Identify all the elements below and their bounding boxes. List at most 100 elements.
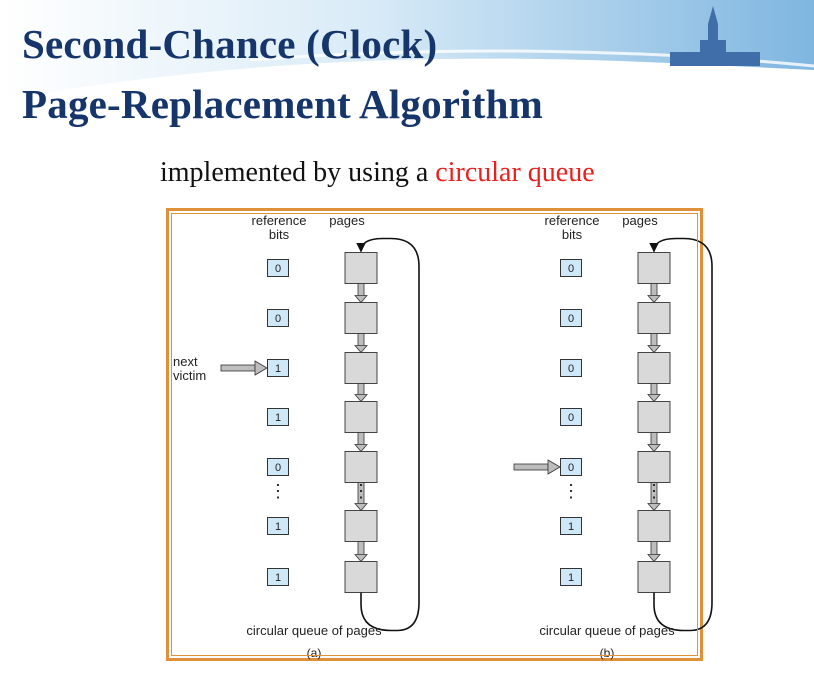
page-frame [637, 401, 671, 433]
reference-bit: 1 [560, 517, 582, 535]
page-link-arrow-head [647, 295, 661, 304]
page-link-arrow-shaft [357, 482, 365, 505]
caption-label: circular queue of pages [539, 623, 675, 638]
reference-bit: 1 [560, 568, 582, 586]
reference-bit-value: 0 [275, 313, 281, 325]
page-link-arrow-shaft [357, 333, 365, 347]
page-link-arrow-head [647, 554, 661, 563]
reference-bit: 1 [267, 568, 289, 586]
panel-sublabel: (b) [600, 646, 615, 660]
reference-bit-value: 0 [568, 462, 574, 474]
victim-pointer-arrow [513, 459, 561, 475]
reference-bit-value: 0 [568, 412, 574, 424]
page-frame [344, 352, 378, 384]
page-frame [344, 401, 378, 433]
pages-label: pages [329, 213, 365, 228]
reference-bit-box [267, 359, 289, 377]
reference-bit-box [560, 517, 582, 535]
pointer-shaft [513, 463, 549, 471]
circular-return-arrow [356, 237, 420, 632]
reference-bit-box [560, 568, 582, 586]
reference-bit: 0 [267, 309, 289, 327]
pages-ellipsis: ⋮ [645, 481, 663, 501]
reference-bit: 0 [560, 259, 582, 277]
reference-bit-value: 1 [568, 572, 574, 584]
pointer-head [547, 459, 561, 475]
slide-title-line-2: Page-Replacement Algorithm [22, 81, 543, 127]
page-link-arrow-shaft [650, 541, 658, 556]
reference-bit-box [267, 458, 289, 476]
page-link-arrow-shaft [357, 432, 365, 446]
page-link-arrow-head [647, 345, 661, 354]
pages-ellipsis: ⋮ [352, 481, 370, 501]
reference-bit-box [267, 517, 289, 535]
page-frame [344, 510, 378, 542]
page-link-arrow-shaft [357, 541, 365, 556]
reference-bit: 1 [267, 359, 289, 377]
bits-ellipsis: ⋮ [269, 481, 287, 501]
reference-bit-box [560, 309, 582, 327]
pages-label: pages [622, 213, 658, 228]
page-link-arrow-head [647, 444, 661, 453]
page-frame [637, 451, 671, 483]
page-link-arrow-head [354, 554, 368, 563]
subtitle-prefix: implemented by using a [160, 157, 436, 188]
page-link-arrow-head [354, 444, 368, 453]
subtitle-highlight: circular queue [435, 157, 595, 188]
slide-subtitle: implemented by using a circular queue [160, 157, 595, 189]
page-frame [344, 252, 378, 284]
reference-bit-value: 0 [275, 462, 281, 474]
page-link-arrow-shaft [650, 333, 658, 347]
pointer-head [254, 360, 268, 376]
reference-bit-value: 1 [275, 363, 281, 375]
page-link-arrow-shaft [357, 283, 365, 297]
bits-ellipsis: ⋮ [562, 481, 580, 501]
reference-bit-value: 1 [275, 572, 281, 584]
reference-bit-box [267, 568, 289, 586]
reference-bit-box [267, 259, 289, 277]
reference-bit: 0 [267, 458, 289, 476]
page-link-arrow-head [647, 503, 661, 512]
reference-bit-value: 1 [275, 412, 281, 424]
page-frame [344, 451, 378, 483]
page-frame [344, 561, 378, 593]
page-link-arrow-head [354, 394, 368, 403]
reference-bit-value: 0 [568, 263, 574, 275]
reference-bit-box [560, 359, 582, 377]
page-link-arrow-shaft [357, 383, 365, 396]
circular-return-arrow [649, 237, 713, 632]
slide-title-line-1: Second-Chance (Clock) [22, 21, 438, 67]
reference-bit-box [560, 408, 582, 426]
page-link-arrow-head [647, 394, 661, 403]
header-band [0, 0, 814, 100]
page-link-arrow-head [354, 345, 368, 354]
page-link-arrow-shaft [650, 432, 658, 446]
reference-bit: 0 [560, 359, 582, 377]
reference-bit: 0 [560, 458, 582, 476]
church-silhouette-icon [670, 6, 760, 66]
caption-label: circular queue of pages [246, 623, 382, 638]
page-frame [637, 561, 671, 593]
reference-bit-value: 0 [568, 313, 574, 325]
page-link-arrow-head [354, 503, 368, 512]
reference-bit-value: 1 [275, 521, 281, 533]
panel-sublabel: (a) [307, 646, 322, 660]
reference-bit: 1 [267, 517, 289, 535]
page-link-arrow-shaft [650, 283, 658, 297]
reference-bit-value: 0 [568, 363, 574, 375]
reference-bit: 0 [560, 408, 582, 426]
reference-bit-value: 0 [275, 263, 281, 275]
pointer-shaft [220, 364, 256, 372]
page-frame [637, 510, 671, 542]
reference-bit: 1 [267, 408, 289, 426]
reference-bit: 0 [560, 309, 582, 327]
reference-bit-value: 1 [568, 521, 574, 533]
page-link-arrow-shaft [650, 383, 658, 396]
page-link-arrow-shaft [650, 482, 658, 505]
